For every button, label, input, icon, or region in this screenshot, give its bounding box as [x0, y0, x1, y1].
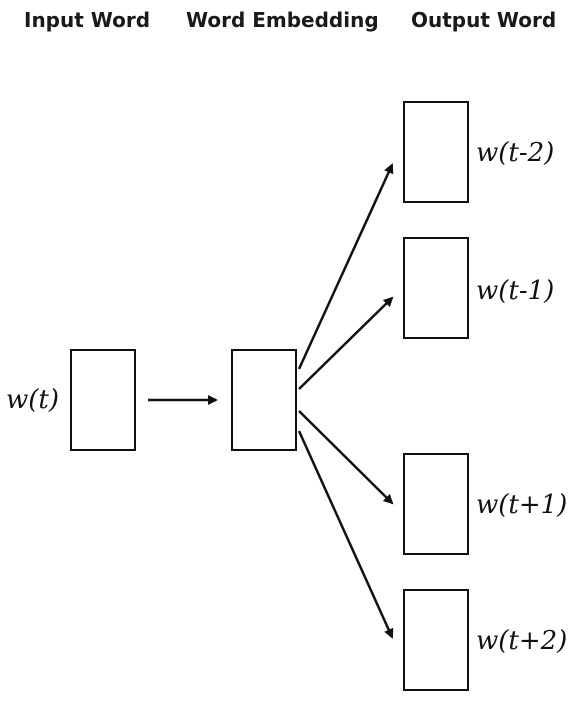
output-word-label-2: w(t-1) [476, 276, 555, 306]
output-word-header: Output Word [411, 8, 557, 32]
arrow-embedding-to-output-3 [298, 410, 394, 505]
output-word-box-1 [403, 101, 469, 203]
arrow-embedding-to-output-4 [297, 430, 394, 639]
output-word-box-3 [403, 453, 469, 555]
arrow-embedding-to-output-1 [297, 163, 394, 370]
input-word-box [70, 349, 136, 451]
output-word-box-4 [403, 589, 469, 691]
word-embedding-header: Word Embedding [186, 8, 379, 32]
output-word-box-2 [403, 237, 469, 339]
arrow-embedding-to-output-2 [298, 296, 394, 390]
input-word-label: w(t) [6, 385, 59, 415]
output-word-label-1: w(t-2) [476, 138, 555, 168]
output-word-label-4: w(t+2) [476, 626, 568, 656]
input-word-header: Input Word [24, 8, 151, 32]
output-word-label-3: w(t+1) [476, 490, 568, 520]
word-embedding-box [231, 349, 297, 451]
